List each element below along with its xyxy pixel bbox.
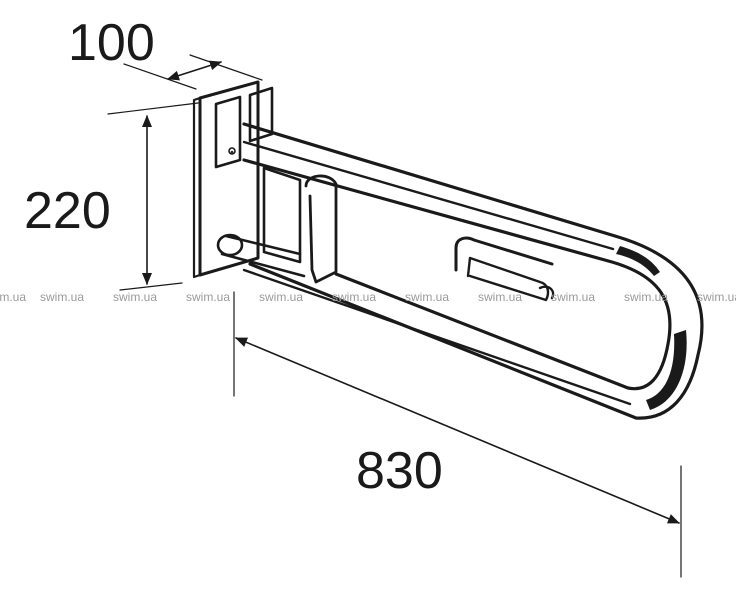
hinge-block-body [214, 95, 242, 169]
grab-bar-inner-outline [242, 158, 672, 391]
watermark-text: swim.ua [332, 290, 376, 304]
watermark-text: swim.ua [259, 290, 303, 304]
grab-bar-bottom-tube-edge [242, 268, 632, 406]
pivot-tube [216, 233, 306, 278]
support-post-body [262, 166, 302, 264]
wall-plate [192, 80, 260, 279]
watermark-text: swim.ua [697, 290, 736, 304]
watermark-text: swim.ua [624, 290, 668, 304]
watermark-text: swim.ua [186, 290, 230, 304]
paper-holder-tip [538, 285, 555, 300]
dimension-width: 100 [68, 14, 263, 90]
grab-bar-outer-outline [242, 122, 704, 420]
extension-line [119, 282, 183, 291]
length-dimension-label: 830 [356, 442, 443, 500]
watermark-text: swim.ua [551, 290, 595, 304]
watermark-text: swim.ua [405, 290, 449, 304]
watermark-text: swim.ua [40, 290, 84, 304]
extension-line [189, 54, 263, 81]
width-dimension-label: 100 [68, 14, 155, 72]
grab-bar-top-tube-edge [242, 140, 615, 251]
screw-hole [228, 147, 236, 155]
hinge-block [214, 86, 274, 169]
wall-plate-face [198, 80, 260, 277]
pivot-tube-body [220, 234, 306, 278]
wall-plate-edge [192, 96, 202, 279]
extension-line [123, 63, 197, 90]
height-dimension-label: 220 [24, 182, 111, 240]
paper-holder-arm [454, 236, 554, 272]
extension-line [107, 102, 199, 115]
watermark-text: swim.ua [113, 290, 157, 304]
screw-hole [230, 150, 234, 154]
grab-bar-curve-shading [646, 330, 687, 410]
support-arm [304, 174, 338, 284]
dimension-height: 220 [24, 102, 199, 291]
grab-bar [242, 122, 704, 420]
paper-holder [454, 236, 555, 302]
watermark-text: swim.ua [0, 290, 26, 304]
support-post [262, 166, 338, 284]
watermark-row: swim.ua swim.ua swim.ua swim.ua swim.ua … [0, 290, 736, 304]
watermark-text: swim.ua [478, 290, 522, 304]
dimension-arrow-line [167, 60, 222, 81]
dimension-arrow-line [235, 337, 680, 524]
dimension-length: 830 [233, 291, 682, 578]
grab-bar-top-shading [616, 246, 660, 276]
